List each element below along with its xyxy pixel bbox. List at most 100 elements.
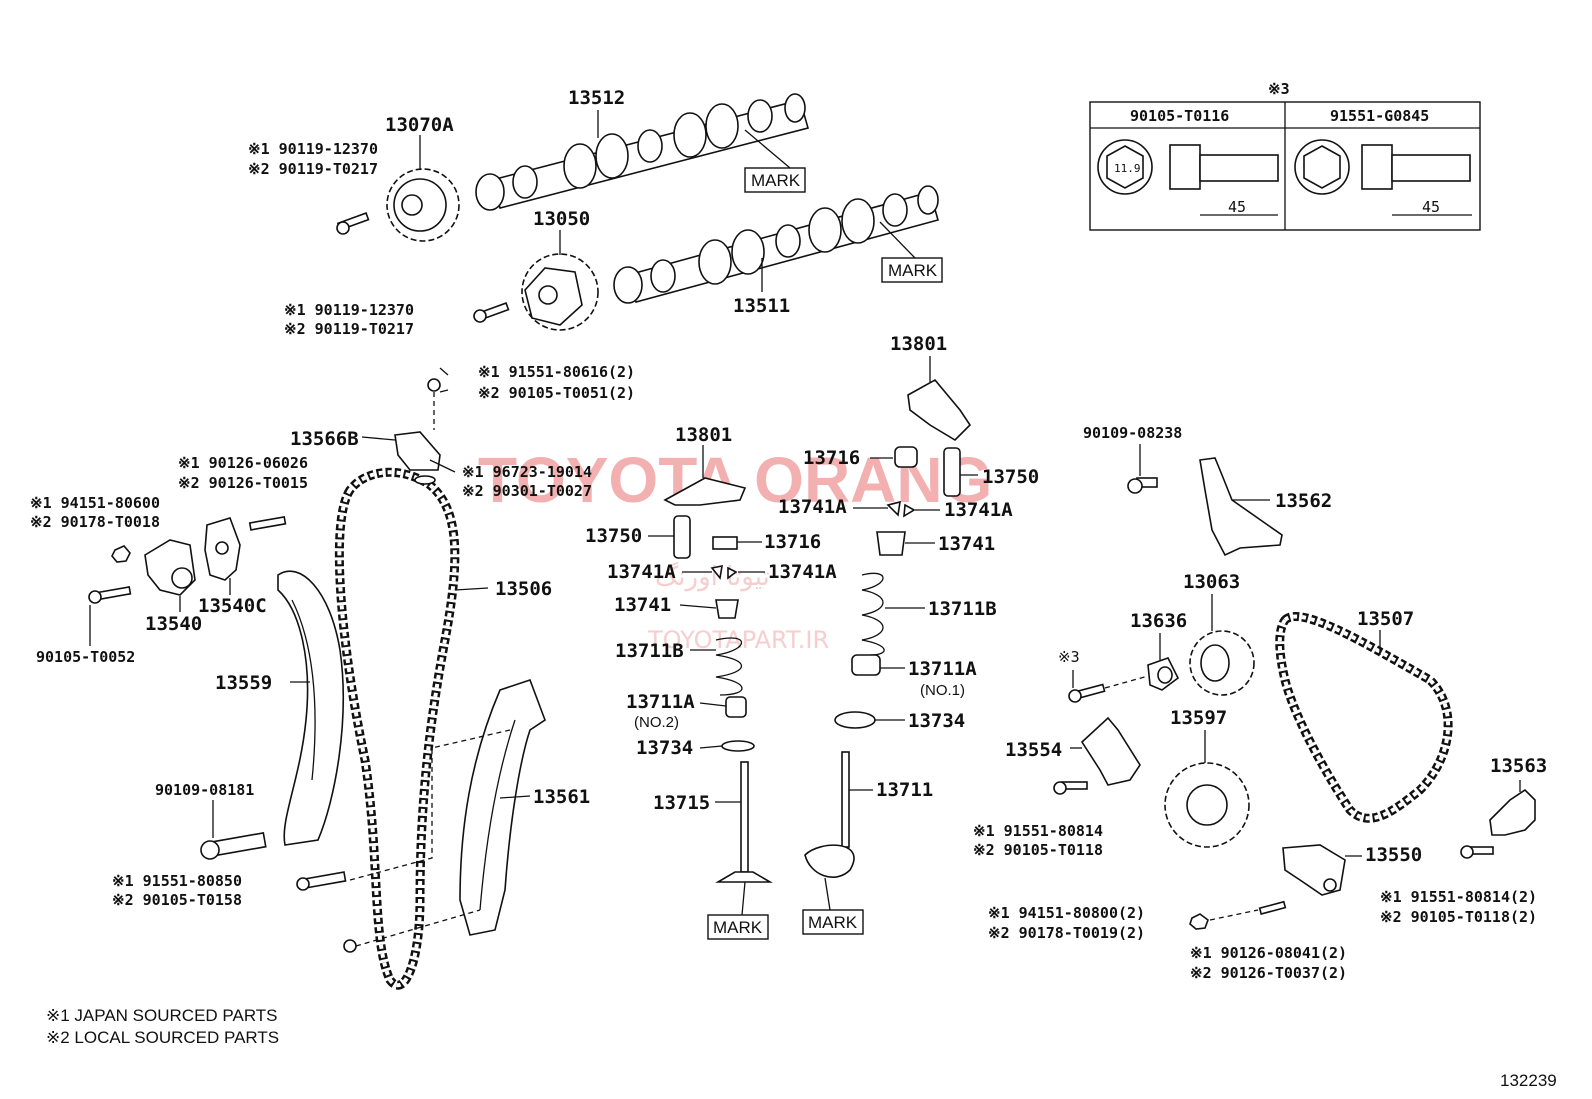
stud-icon xyxy=(1209,900,1287,921)
mark-callout-13511: MARK xyxy=(879,221,943,283)
timing-chain-13507[interactable] xyxy=(1275,612,1453,823)
exhaust-valve-13715[interactable] xyxy=(715,761,773,883)
label-13801-top: 13801 xyxy=(890,333,947,355)
leader-line xyxy=(355,909,481,947)
label-13801-left: 13801 xyxy=(675,424,732,446)
timing-chain-13506[interactable] xyxy=(334,467,460,990)
label-13711A-a: 13711A xyxy=(908,658,977,680)
note-13070A-bolt-1: ※1 90119-12370 xyxy=(248,140,378,158)
chain-guide-13562[interactable] xyxy=(1199,457,1283,557)
sprocket-13597[interactable] xyxy=(1164,762,1250,848)
bolt-head-size: 11.9 xyxy=(1114,162,1141,175)
bracket-13566B[interactable] xyxy=(394,431,441,471)
label-13554: 13554 xyxy=(1005,739,1062,761)
gasket-13540C[interactable] xyxy=(204,517,241,581)
nut-icon xyxy=(111,545,131,563)
camshaft-13512[interactable] xyxy=(475,93,809,211)
label-13561: 13561 xyxy=(533,786,590,808)
note-13070A-bolt-2: ※2 90119-T0217 xyxy=(248,160,378,178)
note-nut-2: ※2 90178-T0018 xyxy=(30,513,160,531)
label-13741A-c: 13741A xyxy=(607,561,676,583)
chain-damper-13563[interactable] xyxy=(1489,788,1536,836)
bolt-icon xyxy=(296,871,347,891)
bolt-icon xyxy=(88,585,132,604)
chain-guide-13559[interactable] xyxy=(277,570,345,846)
cam-timing-gear-13070A[interactable] xyxy=(386,168,460,242)
valve-lifter-13716[interactable] xyxy=(894,446,918,468)
nut-icon xyxy=(1189,913,1209,930)
chain-guide-13561[interactable] xyxy=(459,678,546,936)
label-13550: 13550 xyxy=(1365,844,1422,866)
label-13741A-a: 13741A xyxy=(778,496,847,518)
valve-keeper-13741A[interactable] xyxy=(710,564,738,580)
bolt-icon xyxy=(1053,781,1088,795)
sleeve-13636[interactable] xyxy=(1147,657,1180,691)
mark-label: MARK xyxy=(888,261,938,280)
note-13050-bolt-2: ※2 90119-T0217 xyxy=(284,320,414,338)
leader-lines xyxy=(89,110,1521,857)
note-13563-bolt-1: ※1 91551-80814(2) xyxy=(1380,888,1537,906)
label-13711B-a: 13711B xyxy=(928,598,997,620)
label-13566B: 13566B xyxy=(290,428,359,450)
label-13540: 13540 xyxy=(145,613,202,635)
valve-spring-13711B[interactable] xyxy=(715,637,743,696)
note-13050-bolt-1: ※1 90119-12370 xyxy=(284,301,414,319)
intake-valve-13711[interactable] xyxy=(804,751,855,879)
valve-keeper-13741A[interactable] xyxy=(886,500,916,518)
note-13554-bolt-2: ※2 90105-T0118 xyxy=(973,841,1103,859)
retainer-13741[interactable] xyxy=(876,531,906,556)
note-90105-T0052: 90105-T0052 xyxy=(36,648,135,666)
bolt-length-1: 45 xyxy=(1228,198,1246,216)
tensioner-13550[interactable] xyxy=(1282,844,1346,896)
valve-lifter-13716[interactable] xyxy=(712,536,738,550)
valve-spring-13711B[interactable] xyxy=(861,572,885,656)
label-13540C: 13540C xyxy=(198,595,267,617)
o-ring-icon xyxy=(414,475,436,485)
note-oring-1: ※1 96723-19014 xyxy=(462,463,592,481)
bolt-icon xyxy=(1068,675,1149,703)
label-13597: 13597 xyxy=(1170,707,1227,729)
note-stud-1: ※1 90126-06026 xyxy=(178,454,308,472)
label-13750-b: 13750 xyxy=(585,525,642,547)
lash-adjuster-13750[interactable] xyxy=(943,447,961,497)
bolt-spec-table: ※3 90105-T0116 91551-G0845 11.9 45 45 xyxy=(1089,80,1481,231)
label-13562: 13562 xyxy=(1275,490,1332,512)
label-13734-b: 13734 xyxy=(636,737,693,759)
note-guide-bolt-2: ※2 90105-T0158 xyxy=(112,891,242,909)
bolt-table-mark: ※3 xyxy=(1268,80,1290,98)
retainer-13741[interactable] xyxy=(715,599,739,619)
label-13716-a: 13716 xyxy=(803,447,860,469)
mark-label: MARK xyxy=(808,913,858,932)
label-13711A-b: 13711A xyxy=(626,691,695,713)
tensioner-13540[interactable] xyxy=(144,539,196,596)
rocker-arm-13801-top[interactable] xyxy=(907,378,972,442)
note-90109-08181: 90109-08181 xyxy=(155,781,254,799)
rocker-arm-13801-left[interactable] xyxy=(663,477,747,506)
damper-13554[interactable] xyxy=(1080,716,1141,786)
spring-seat-13711A[interactable] xyxy=(725,696,747,718)
spring-seat-13711A[interactable] xyxy=(851,654,881,676)
idler-gear-13063[interactable] xyxy=(1189,630,1255,696)
label-13716-b: 13716 xyxy=(764,531,821,553)
bolt-icon xyxy=(200,831,267,860)
bolt-icon xyxy=(336,212,370,235)
lash-adjuster-13750[interactable] xyxy=(673,515,691,559)
figure-number: 132239 xyxy=(1500,1071,1557,1090)
stud-icon xyxy=(248,515,287,531)
camshaft-13511[interactable] xyxy=(613,185,939,304)
valve-seal-13734[interactable] xyxy=(721,740,755,752)
label-13741-a: 13741 xyxy=(938,533,995,555)
label-13741-b: 13741 xyxy=(614,594,671,616)
label-13506: 13506 xyxy=(495,578,552,600)
note-90109-08238: 90109-08238 xyxy=(1083,424,1182,442)
label-13507: 13507 xyxy=(1357,608,1414,630)
label-no1: (NO.1) xyxy=(920,682,965,699)
bolt-icon xyxy=(1127,477,1158,494)
label-13636: 13636 xyxy=(1130,610,1187,632)
note-13563-bolt-2: ※2 90105-T0118(2) xyxy=(1380,908,1537,926)
valve-seal-13734[interactable] xyxy=(834,711,876,729)
cam-timing-gear-13050[interactable] xyxy=(521,253,599,331)
mark-callout-13512: MARK xyxy=(744,129,806,193)
note-13550-stud-2: ※2 90126-T0037(2) xyxy=(1190,964,1347,982)
